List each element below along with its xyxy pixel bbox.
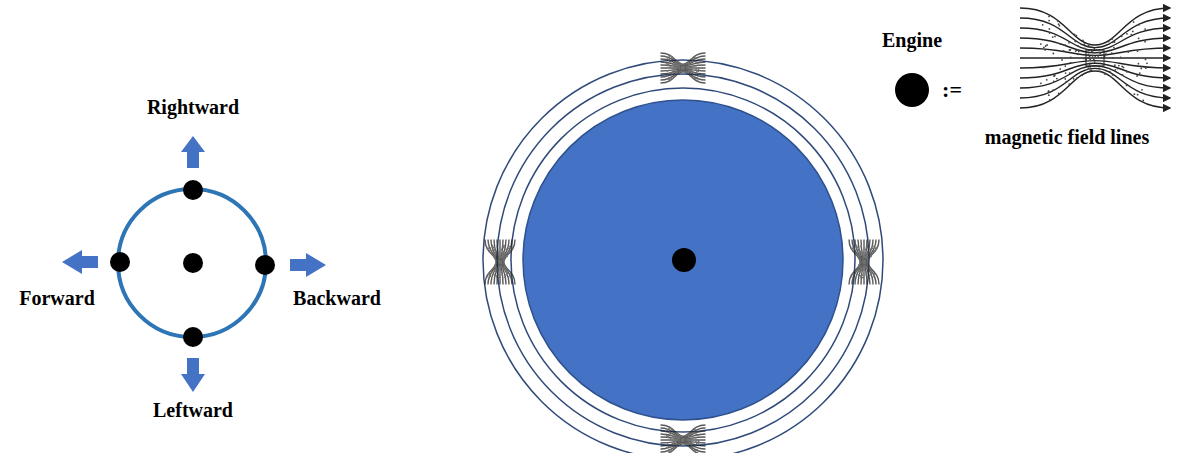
direction-label: Backward <box>293 287 381 309</box>
center-engine <box>672 248 696 272</box>
legend-label: magnetic field lines <box>985 126 1149 148</box>
definition-sign: := <box>942 78 962 102</box>
planet-disc <box>523 100 843 420</box>
direction-label: Leftward <box>153 399 233 421</box>
engine-dots <box>110 180 275 347</box>
magnetic-field-picture <box>1020 8 1170 108</box>
orbit-circle <box>118 189 266 337</box>
direction-label: Rightward <box>147 96 239 118</box>
direction-arrows <box>62 136 326 392</box>
ring-engines <box>485 53 879 453</box>
rings <box>483 60 883 453</box>
direction-label: Forward <box>19 287 95 309</box>
engine-symbol <box>895 73 929 107</box>
legend-label: Engine <box>882 29 942 51</box>
